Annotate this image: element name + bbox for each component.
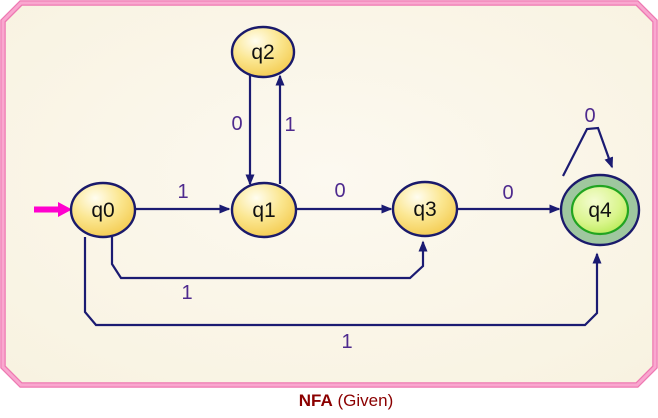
transition-q0-q3 xyxy=(110,237,428,280)
state-q2-circle xyxy=(230,25,296,79)
transition-label-q0-q3: 1 xyxy=(181,282,192,304)
state-q3-circle xyxy=(391,180,459,238)
state-q0-circle xyxy=(69,181,137,239)
states: q0 q1 q2 q3 q4 xyxy=(69,25,641,247)
caption-title: NFA xyxy=(298,391,333,410)
state-q0-label: q0 xyxy=(91,199,114,222)
caption: NFA (Given) xyxy=(17,390,658,412)
transition-q4-selfloop xyxy=(562,126,614,177)
state-q4-accepting: q4 xyxy=(559,173,641,247)
state-q1-circle xyxy=(230,181,298,239)
transition-label-q1-q2: 1 xyxy=(284,114,295,136)
transition-label-q2-q1: 0 xyxy=(231,113,242,135)
caption-subtitle: (Given) xyxy=(337,391,394,410)
transition-label-q1-q3: 0 xyxy=(334,180,345,202)
state-q4-label: q4 xyxy=(588,199,612,222)
start-arrow xyxy=(34,202,72,217)
transition-labels: 1 0 0 0 1 0 1 1 xyxy=(177,105,595,353)
state-q3: q3 xyxy=(391,180,459,238)
transition-label-q4-selfloop: 0 xyxy=(584,105,595,127)
transition-label-q0-q4: 1 xyxy=(341,331,352,353)
state-q3-label: q3 xyxy=(413,198,436,221)
state-q4-inner-circle xyxy=(570,184,630,236)
state-q1: q1 xyxy=(230,181,298,239)
transitions xyxy=(83,74,614,327)
transition-q0-q4 xyxy=(83,237,602,327)
state-q2-label: q2 xyxy=(251,41,274,64)
state-q0: q0 xyxy=(69,181,137,239)
transition-label-q3-q4: 0 xyxy=(502,182,513,204)
state-q2: q2 xyxy=(230,25,296,79)
panel-border-inner xyxy=(1,1,657,387)
state-q1-label: q1 xyxy=(252,199,275,222)
transition-label-q0-q1: 1 xyxy=(177,181,188,203)
